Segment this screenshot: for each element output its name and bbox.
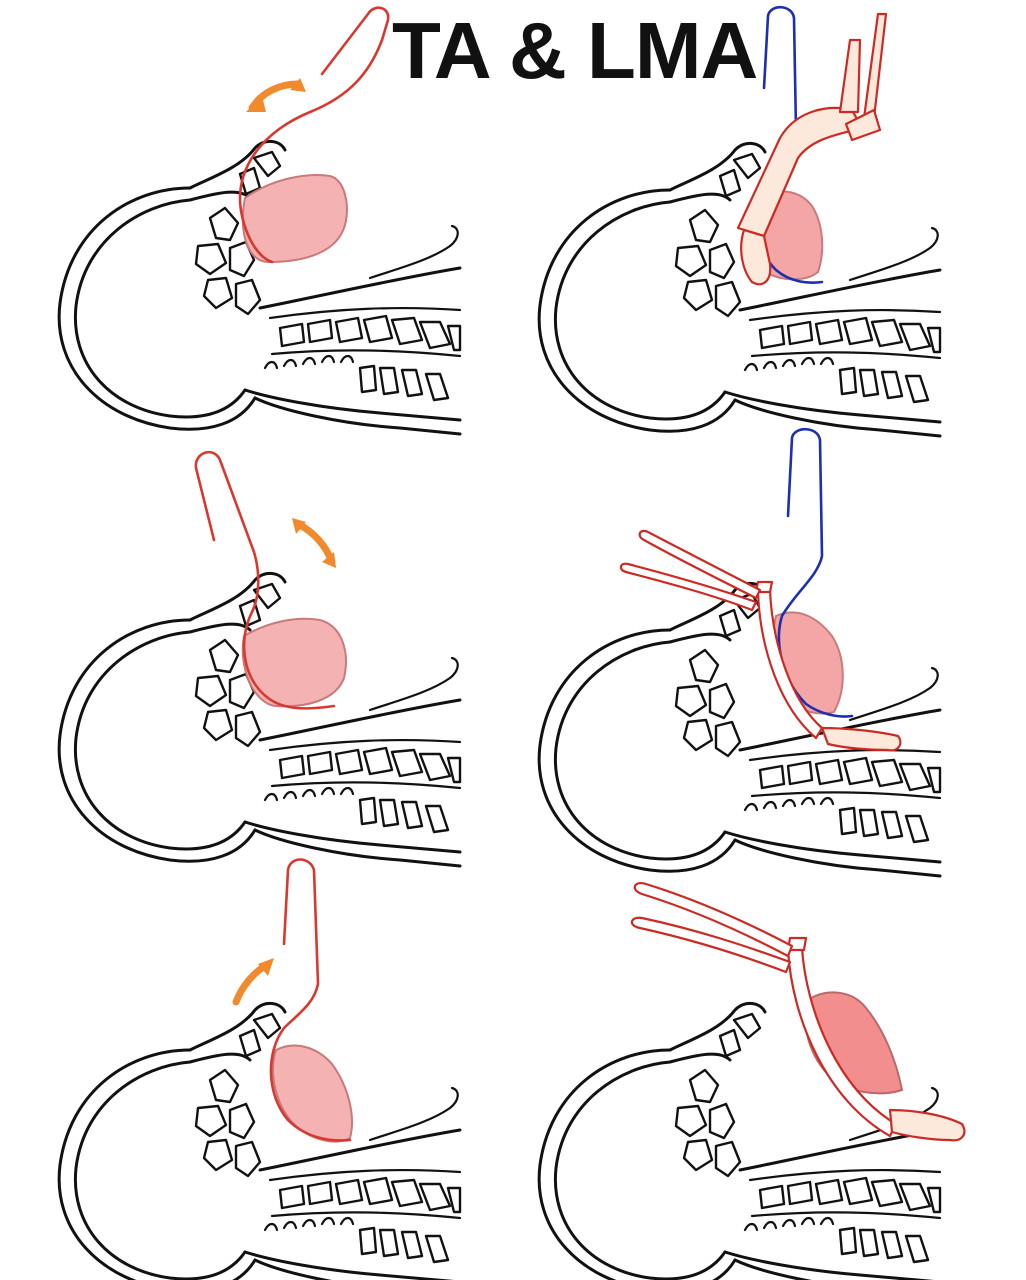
panel-right-3	[539, 883, 964, 1280]
rotate-arrow-icon	[298, 524, 332, 562]
panel-left-3	[59, 860, 460, 1280]
panel-right-2	[539, 429, 940, 876]
panel-left-2	[59, 452, 460, 866]
panel-left-1	[59, 8, 460, 434]
tongue-shape	[273, 1046, 352, 1142]
lma-tube-icon	[632, 883, 964, 1140]
tongue-shape	[243, 619, 346, 707]
panel-right-1	[539, 7, 940, 436]
